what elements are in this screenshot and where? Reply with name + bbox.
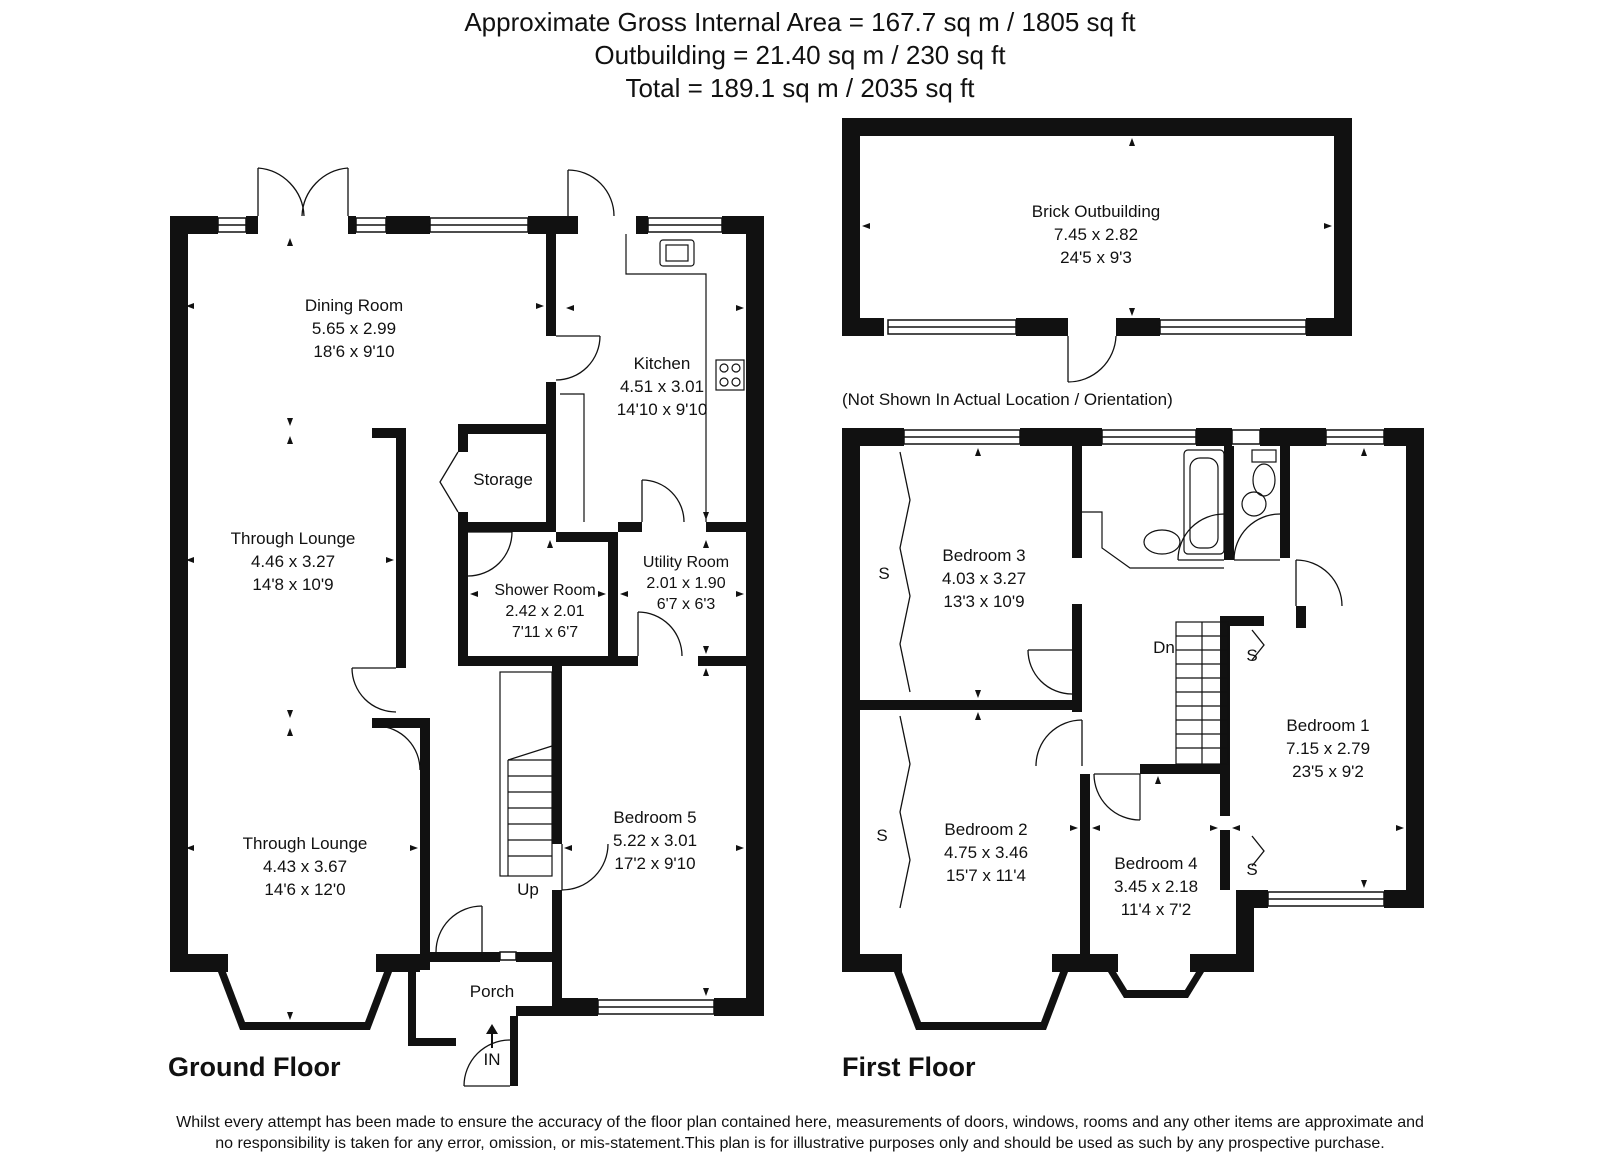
room-name: Bedroom 5 [613,808,697,827]
room-metric: 4.75 x 3.46 [943,843,1029,862]
through-lounge-1-label: Through Lounge 4.46 x 3.27 14'8 x 10'9 [231,527,356,596]
bedroom-3-storage-marker: S [878,564,890,583]
bedroom-3-label: Bedroom 3 4.03 x 3.27 13'3 x 10'9 [942,544,1026,613]
room-name: Brick Outbuilding [1031,202,1161,221]
porch-label: Porch [470,980,514,1003]
outbuilding-walls [842,118,1352,336]
room-name: Bedroom 4 [1114,854,1198,873]
room-metric: 4.03 x 3.27 [941,569,1027,588]
brick-outbuilding-label: Brick Outbuilding 7.45 x 2.82 24'5 x 9'3 [1032,200,1161,269]
room-imperial: 13'3 x 10'9 [943,592,1025,611]
room-imperial: 17'2 x 9'10 [614,854,696,873]
room-imperial: 14'6 x 12'0 [264,880,346,899]
kitchen-label: Kitchen 4.51 x 3.01 14'10 x 9'10 [617,352,708,421]
room-metric: 4.43 x 3.67 [262,857,348,876]
walls [170,118,1424,1086]
room-name: Dining Room [304,296,404,315]
room-name: Through Lounge [242,834,368,853]
room-metric: 4.46 x 3.27 [250,552,336,571]
room-name: Kitchen [633,354,691,373]
room-name: Utility Room [642,554,730,571]
room-imperial: 24'5 x 9'3 [1060,248,1132,267]
bedroom-1-label: Bedroom 1 7.15 x 2.79 23'5 x 9'2 [1286,714,1370,783]
bedroom-1-storage-marker-upper: S [1246,646,1258,665]
bedroom-2-storage-marker: S [876,826,888,845]
outbuilding-location-note: (Not Shown In Actual Location / Orientat… [842,390,1173,409]
first-floor-title: First Floor [842,1052,976,1082]
dimension-markers [186,138,1404,1020]
room-metric: 2.01 x 1.90 [646,575,726,592]
room-imperial: 6'7 x 6'3 [656,596,716,613]
entrance-arrow-icon [486,1024,498,1048]
room-metric: 4.51 x 3.01 [619,377,705,396]
room-metric: 2.42 x 2.01 [505,603,585,620]
bedroom-5-label: Bedroom 5 5.22 x 3.01 17'2 x 9'10 [613,806,697,875]
room-name: Storage [473,470,533,489]
total-area-line: Total = 189.1 sq m / 2035 sq ft [625,73,975,103]
stairs-up-label: Up [517,880,539,899]
area-header: Approximate Gross Internal Area = 167.7 … [0,6,1600,105]
room-metric: 7.15 x 2.79 [1285,739,1371,758]
room-name: Bedroom 3 [942,546,1026,565]
room-metric: 5.65 x 2.99 [311,319,397,338]
stairs-down-label: Dn [1153,638,1175,657]
entrance-label: IN [483,1050,501,1069]
room-imperial: 11'4 x 7'2 [1120,900,1192,919]
room-metric: 7.45 x 2.82 [1053,225,1139,244]
room-name: Bedroom 1 [1286,716,1370,735]
bedroom-1-storage-marker-lower: S [1246,860,1258,879]
room-imperial: 7'11 x 6'7 [511,624,579,641]
room-metric: 5.22 x 3.01 [612,831,698,850]
bedroom-4-label: Bedroom 4 3.45 x 2.18 11'4 x 7'2 [1114,852,1198,921]
room-imperial: 14'10 x 9'10 [616,400,708,419]
disclaimer-line-2: no responsibility is taken for any error… [215,1135,1385,1152]
doors [257,167,1343,1087]
room-name: Bedroom 2 [944,820,1028,839]
first-stair-treads [1176,622,1228,764]
outbuilding-area-line: Outbuilding = 21.40 sq m / 230 sq ft [594,40,1006,70]
fixtures [499,234,1277,877]
room-imperial: 18'6 x 9'10 [313,342,395,361]
room-metric: 3.45 x 2.18 [1113,877,1199,896]
room-name: Through Lounge [230,529,356,548]
room-imperial: 23'5 x 9'2 [1292,762,1364,781]
room-name: Porch [469,982,515,1001]
room-imperial: 14'8 x 10'9 [252,575,334,594]
windows [217,217,1385,1015]
ground-floor-walls [170,216,764,1086]
ground-floor-title: Ground Floor [168,1052,341,1082]
utility-room-label: Utility Room 2.01 x 1.90 6'7 x 6'3 [643,552,729,615]
room-name: Shower Room [494,582,596,599]
dining-room-label: Dining Room 5.65 x 2.99 18'6 x 9'10 [305,294,403,363]
through-lounge-2-label: Through Lounge 4.43 x 3.67 14'6 x 12'0 [243,832,368,901]
room-imperial: 15'7 x 11'4 [946,866,1026,885]
disclaimer: Whilst every attempt has been made to en… [0,1112,1600,1154]
storage-label: Storage [473,468,533,491]
first-floor-walls [842,428,1424,1030]
ground-stair-treads [507,745,553,876]
gross-area-line: Approximate Gross Internal Area = 167.7 … [464,7,1136,37]
bedroom-2-label: Bedroom 2 4.75 x 3.46 15'7 x 11'4 [944,818,1028,887]
shower-room-label: Shower Room 2.42 x 2.01 7'11 x 6'7 [494,580,595,643]
disclaimer-line-1: Whilst every attempt has been made to en… [176,1114,1424,1131]
